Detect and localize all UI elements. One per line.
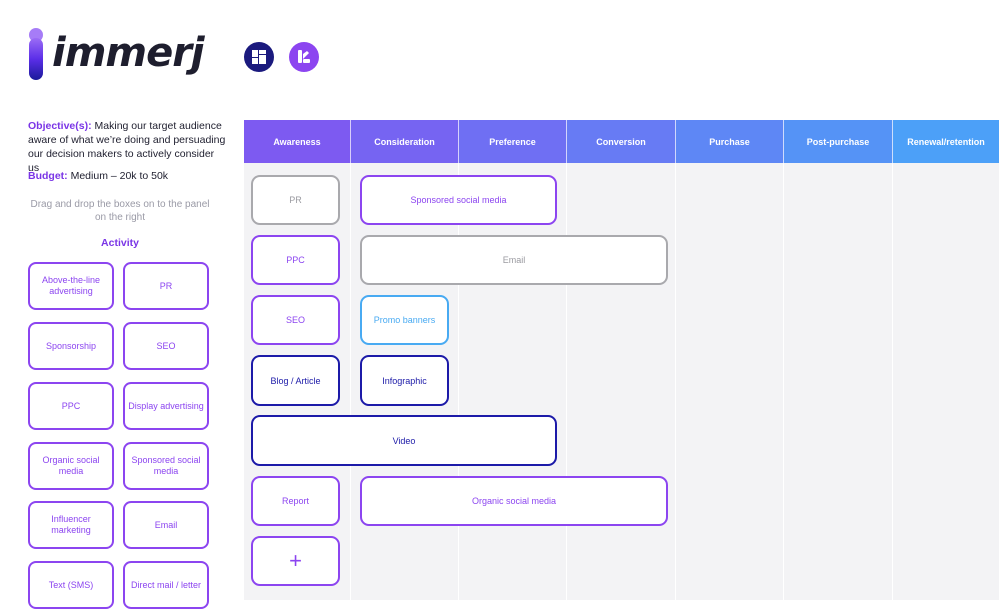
column-renewal-area[interactable] — [893, 163, 999, 600]
timeline-card-organic-social-media[interactable]: Organic social media — [360, 476, 668, 526]
activity-box[interactable]: Display advertising — [123, 382, 209, 430]
timeline-card-pr[interactable]: PR — [251, 175, 340, 225]
activity-box[interactable]: Sponsored social media — [123, 442, 209, 490]
swatch-palette-icon — [298, 50, 310, 63]
add-card-button[interactable]: + — [251, 536, 340, 586]
layout-grid-icon — [252, 50, 266, 64]
column-header-conversion: Conversion — [567, 120, 676, 163]
budget-text: Budget: Medium – 20k to 50k — [28, 170, 168, 182]
column-header-preference: Preference — [459, 120, 567, 163]
activity-box[interactable]: Sponsorship — [28, 322, 114, 370]
activity-box[interactable]: SEO — [123, 322, 209, 370]
timeline-card-promo-banners[interactable]: Promo banners — [360, 295, 449, 345]
column-post-purchase-area[interactable] — [784, 163, 893, 600]
brand-name: immerj — [52, 30, 205, 76]
column-header-renewal-retention: Renewal/retention — [893, 120, 999, 163]
column-header-awareness: Awareness — [244, 120, 351, 163]
timeline-card-blog-article[interactable]: Blog / Article — [251, 355, 340, 406]
objective-value: Making our target audience aware of what… — [28, 120, 226, 174]
column-header-post-purchase: Post-purchase — [784, 120, 893, 163]
column-preference-area[interactable] — [459, 163, 567, 600]
palette-button[interactable] — [289, 42, 319, 72]
activity-box[interactable]: Direct mail / letter — [123, 561, 209, 609]
objective-text: Objective(s): Making our target audience… — [28, 119, 228, 175]
budget-value: Medium – 20k to 50k — [70, 170, 169, 182]
budget-label: Budget: — [28, 170, 68, 182]
timeline-card-sponsored-social-media[interactable]: Sponsored social media — [360, 175, 557, 225]
column-header-consideration: Consideration — [351, 120, 459, 163]
activity-box[interactable]: Influencer marketing — [28, 501, 114, 549]
column-header-purchase: Purchase — [676, 120, 784, 163]
drag-hint: Drag and drop the boxes on to the panel … — [30, 199, 210, 223]
activity-box[interactable]: Text (SMS) — [28, 561, 114, 609]
timeline-card-email[interactable]: Email — [360, 235, 668, 285]
objective-label: Objective(s): — [28, 120, 92, 132]
column-conversion-area[interactable] — [567, 163, 676, 600]
activity-box[interactable]: PR — [123, 262, 209, 310]
column-purchase-area[interactable] — [676, 163, 784, 600]
activity-box[interactable]: Above-the-line advertising — [28, 262, 114, 310]
timeline-card-report[interactable]: Report — [251, 476, 340, 526]
activity-title: Activity — [101, 237, 139, 249]
activity-box[interactable]: PPC — [28, 382, 114, 430]
activity-box[interactable]: Email — [123, 501, 209, 549]
layout-button[interactable] — [244, 42, 274, 72]
timeline-card-infographic[interactable]: Infographic — [360, 355, 449, 406]
activity-box[interactable]: Organic social media — [28, 442, 114, 490]
timeline-card-video[interactable]: Video — [251, 415, 557, 466]
timeline-card-seo[interactable]: SEO — [251, 295, 340, 345]
brand-logo-mark — [29, 28, 43, 80]
timeline-card-ppc[interactable]: PPC — [251, 235, 340, 285]
